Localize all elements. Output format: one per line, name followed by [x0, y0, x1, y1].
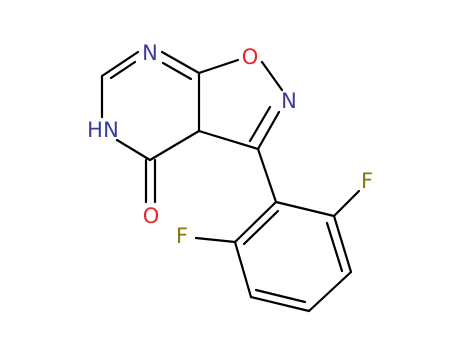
- bond-c6p-f2: [194, 236, 237, 244]
- bond-c3p-c4p: [307, 270, 353, 313]
- atom-f2: F: [176, 224, 188, 248]
- atom-f1: F: [361, 169, 373, 193]
- bond-c2p-f1: [332, 189, 361, 218]
- bond-n2-c3: [256, 110, 281, 151]
- bond-c4p-c5p: [249, 295, 311, 313]
- bond-o1-n2: [260, 60, 284, 92]
- atom-n2: N: [281, 89, 297, 113]
- bond-c2p-c3p: [332, 214, 353, 274]
- bond-c7a-o1: [197, 58, 240, 75]
- atom-n1: N: [142, 41, 158, 65]
- bond-c1p-c2p: [274, 200, 336, 218]
- bond-c6p-c1p: [233, 200, 278, 244]
- bond-c5p-c6p: [233, 240, 253, 299]
- bond-n1-c2: [100, 50, 140, 78]
- bond-c7a-n1-double: [161, 61, 193, 81]
- bond-nh-c4: [115, 138, 152, 162]
- bond-c4-c4a: [148, 129, 201, 162]
- bond-n2-c3-double: [248, 105, 272, 143]
- bond-c4p-c5p-double: [254, 288, 307, 304]
- bond-c2p-c3p-double: [325, 221, 344, 273]
- atom-labels: N O N H N O F F: [87, 41, 373, 248]
- atom-o1: O: [242, 45, 259, 69]
- atom-nh-n: N: [103, 118, 119, 142]
- bond-c7a-n1: [160, 50, 201, 75]
- bond-n1-c2-double: [109, 60, 137, 80]
- atom-nh-h: H: [87, 118, 103, 142]
- atom-o2: O: [143, 204, 160, 228]
- bond-c3-c1p: [256, 147, 278, 204]
- bond-c3-c4a: [197, 129, 260, 151]
- bonds: [100, 50, 361, 313]
- bond-c6p-c1p-double: [242, 209, 280, 246]
